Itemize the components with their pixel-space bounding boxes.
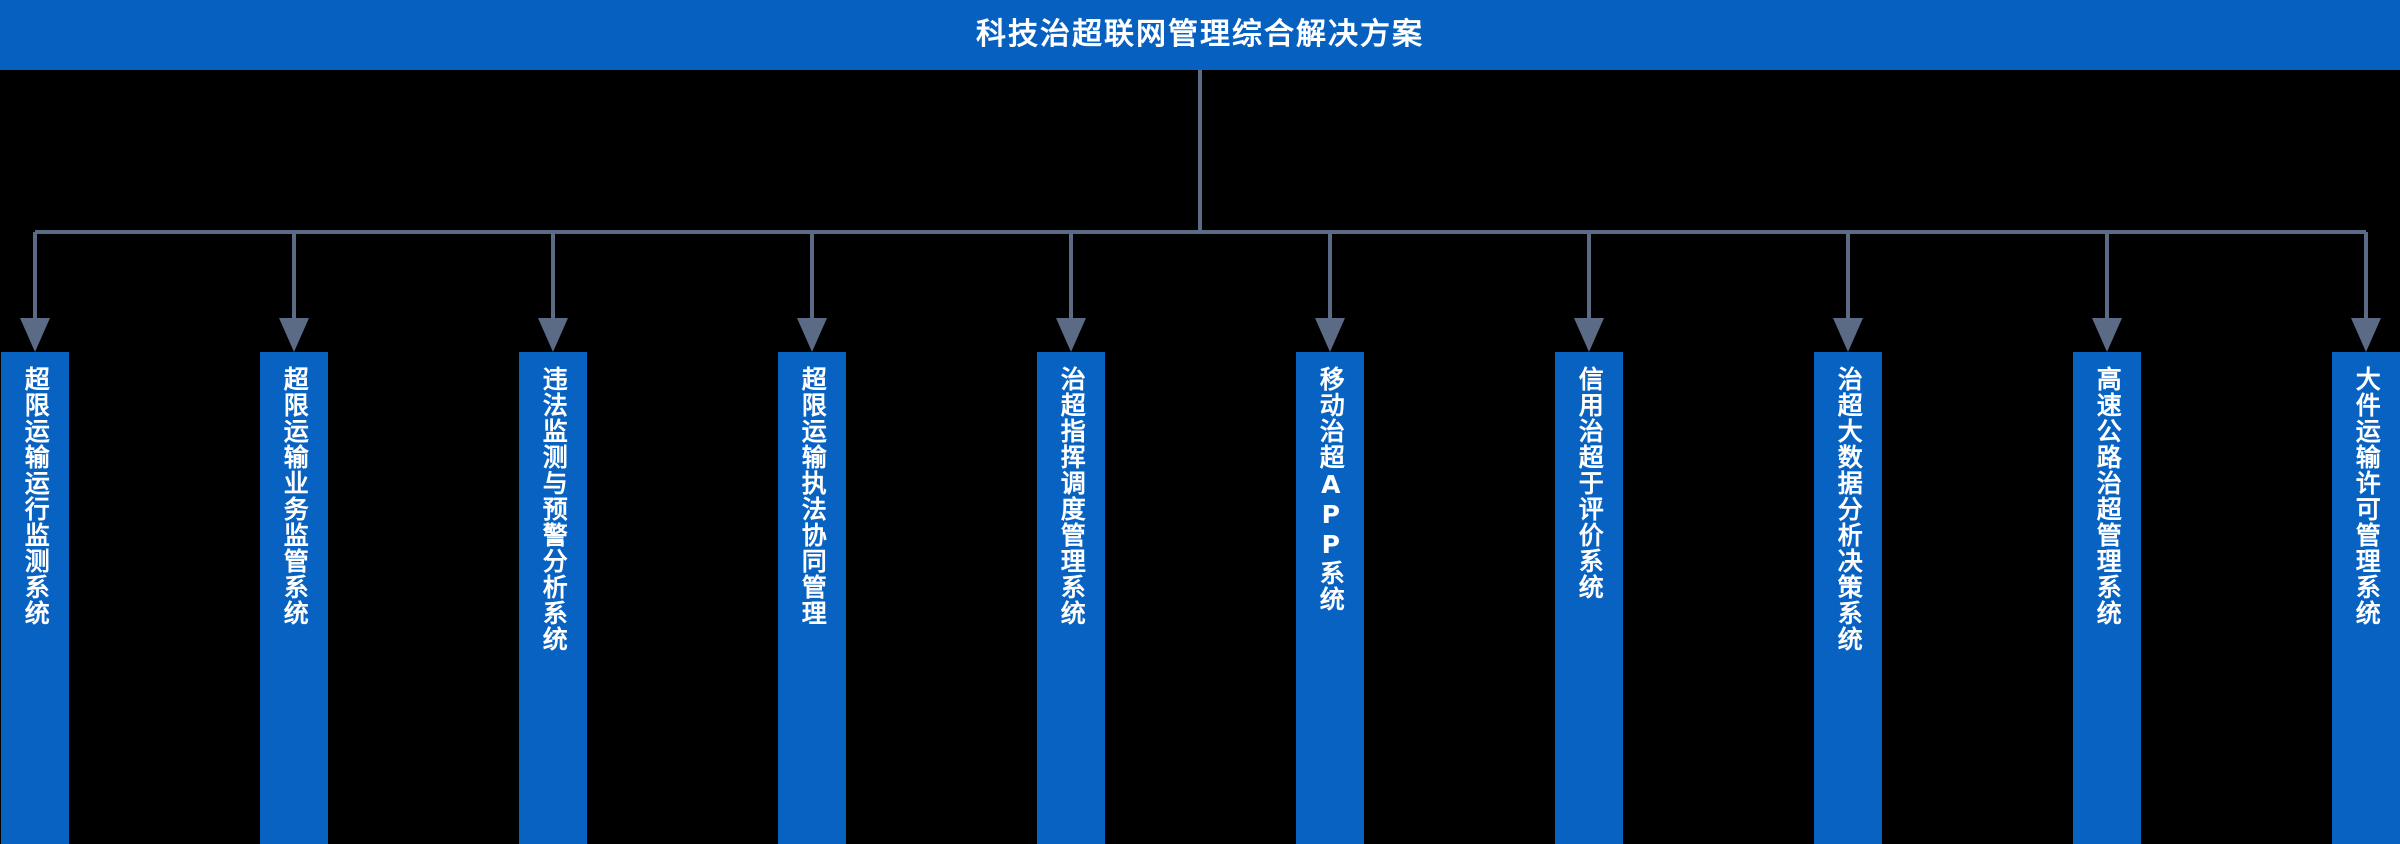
node-box-8[interactable]: 治超大数据分析决策系统 <box>1814 352 1882 844</box>
node-box-5[interactable]: 治超指挥调度管理系统 <box>1037 352 1105 844</box>
node-label-3: 违法监测与预警分析系统 <box>539 366 569 652</box>
node-label-5: 治超指挥调度管理系统 <box>1057 366 1087 626</box>
node-label-8: 治超大数据分析决策系统 <box>1834 366 1864 652</box>
node-label-6: 移动治超APP系统 <box>1316 366 1346 612</box>
node-box-3[interactable]: 违法监测与预警分析系统 <box>519 352 587 844</box>
node-label-1: 超限运输运行监测系统 <box>21 366 51 626</box>
node-label-7: 信用治超于评价系统 <box>1575 366 1605 600</box>
node-label-4: 超限运输执法协同管理 <box>798 366 828 626</box>
node-box-1[interactable]: 超限运输运行监测系统 <box>1 352 69 844</box>
node-label-2: 超限运输业务监管系统 <box>280 366 310 626</box>
node-box-2[interactable]: 超限运输业务监管系统 <box>260 352 328 844</box>
node-label-10: 大件运输许可管理系统 <box>2352 366 2382 626</box>
node-label-9: 高速公路治超管理系统 <box>2093 366 2123 626</box>
node-box-7[interactable]: 信用治超于评价系统 <box>1555 352 1623 844</box>
node-box-9[interactable]: 高速公路治超管理系统 <box>2073 352 2141 844</box>
node-box-10[interactable]: 大件运输许可管理系统 <box>2332 352 2400 844</box>
diagram-title-bar: 科技治超联网管理综合解决方案 <box>0 0 2400 70</box>
node-box-6[interactable]: 移动治超APP系统 <box>1296 352 1364 844</box>
node-box-4[interactable]: 超限运输执法协同管理 <box>778 352 846 844</box>
page-title: 科技治超联网管理综合解决方案 <box>976 17 1424 52</box>
